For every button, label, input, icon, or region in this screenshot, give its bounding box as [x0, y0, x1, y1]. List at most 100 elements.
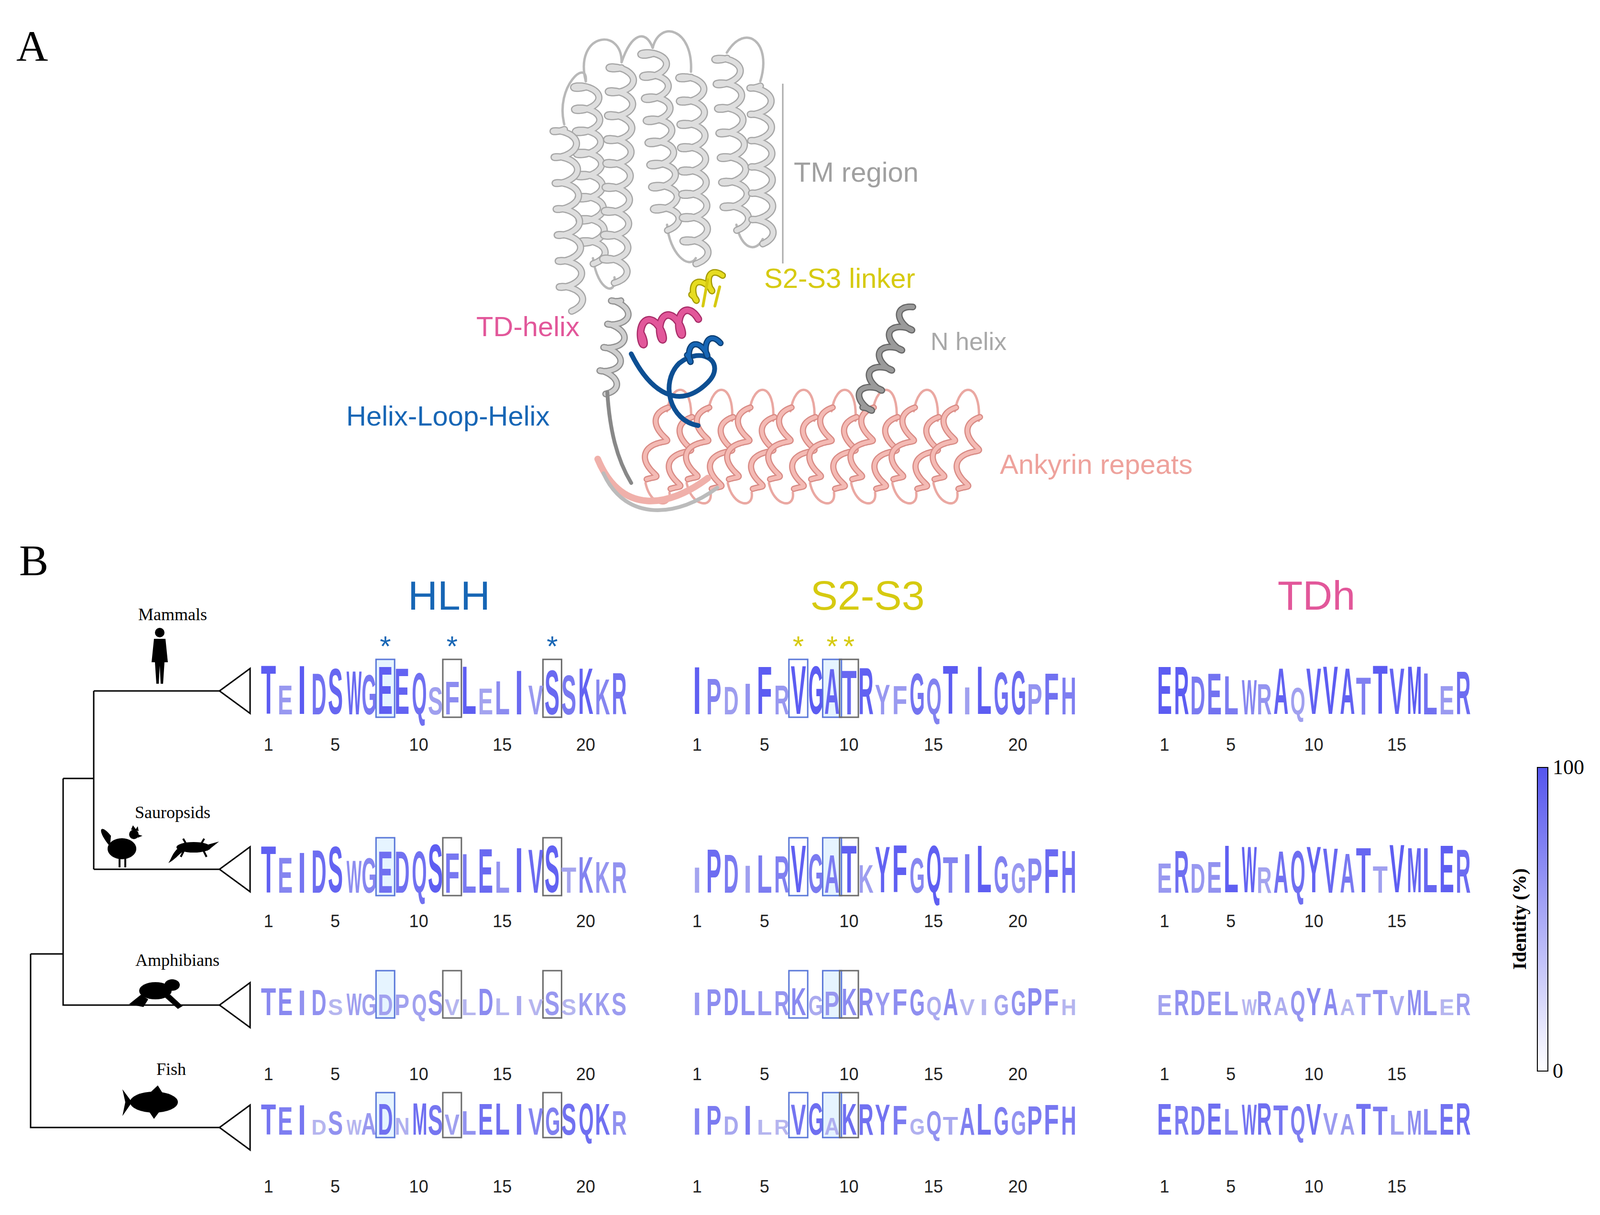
- logo-letter: R: [1173, 984, 1189, 1021]
- logo-letter: I: [973, 995, 995, 1019]
- logo-letter: W: [1241, 672, 1253, 723]
- logo-letter: T: [1355, 1097, 1372, 1142]
- logo-letter: R: [1456, 662, 1471, 724]
- logo-letter: V: [1322, 838, 1338, 903]
- logo-letter: L: [460, 1106, 478, 1140]
- loop-ribbon: [607, 392, 632, 483]
- logo-letter: V: [790, 656, 807, 725]
- position-number: 20: [1008, 1065, 1028, 1084]
- logo-letter: F: [890, 835, 909, 903]
- loop-ribbon: [597, 459, 708, 502]
- helix-ribbon: [768, 407, 792, 480]
- logo-letter: G: [909, 850, 924, 901]
- sequence-logo: IPDLLRKGPKRYFGQAVIGGPFH: [688, 974, 1077, 1016]
- logo-letter: V: [527, 995, 544, 1019]
- clade-label: Mammals: [138, 605, 208, 624]
- position-number: 1: [692, 736, 702, 754]
- helix-ribbon: [809, 407, 833, 480]
- logo-letter: S: [544, 836, 560, 903]
- region-bracket: [782, 83, 784, 264]
- logo-letter: D: [1190, 668, 1206, 724]
- helix-ribbon: [768, 407, 792, 480]
- helix-ribbon: [687, 338, 721, 362]
- sequence-logo: IPDILRVGAKRYFGQTALGGPFH: [688, 1096, 1077, 1135]
- position-number: 15: [492, 736, 512, 754]
- logo-letter: H: [1061, 668, 1076, 723]
- logo-letter: E: [477, 1096, 494, 1142]
- helix-ribbon: [599, 300, 629, 395]
- logo-letter: Q: [1290, 842, 1305, 903]
- logo-letter: T: [1355, 988, 1372, 1020]
- helix-ribbon: [553, 129, 583, 312]
- tree-branch: [93, 690, 220, 692]
- logo-letter: D: [478, 983, 493, 1021]
- logo-letter: V: [444, 995, 461, 1019]
- logo-letter: Y: [874, 837, 891, 904]
- logo-letter: R: [858, 657, 874, 725]
- panel-letter: A: [16, 23, 48, 68]
- logo-letter: R: [774, 848, 790, 901]
- position-number: 5: [1226, 912, 1236, 931]
- logo-letter: S: [327, 837, 344, 903]
- logo-letter: S: [327, 995, 344, 1019]
- logo-letter: P: [705, 1099, 723, 1141]
- loop-ribbon: [851, 482, 876, 504]
- sequence-logo: TEIDSWGEEQSFLELIVSSKKR: [260, 663, 628, 715]
- position-number: 1: [1159, 1065, 1170, 1084]
- logo-letter: T: [840, 835, 858, 904]
- helix-ribbon: [640, 52, 680, 231]
- position-number: 10: [839, 1065, 859, 1084]
- conservation-star: *: [446, 632, 458, 661]
- logo-letter: S: [560, 1096, 577, 1142]
- logo-letter: Q: [1290, 1100, 1305, 1141]
- logo-letter: F: [890, 679, 909, 721]
- logo-letter: L: [493, 674, 511, 723]
- logo-letter: G: [1010, 662, 1025, 724]
- logo-letter: A: [1339, 1109, 1355, 1140]
- tree-branch: [63, 778, 94, 780]
- logo-letter: E: [1156, 856, 1173, 899]
- position-number: 5: [759, 912, 770, 931]
- logo-letter: F: [1042, 984, 1061, 1021]
- logo-letter: G: [808, 846, 822, 902]
- logo-letter: G: [361, 666, 376, 724]
- logo-letter: E: [1438, 835, 1455, 904]
- logo-letter: R: [1456, 988, 1471, 1020]
- logo-letter: L: [1421, 985, 1439, 1021]
- clade-triangle: [219, 846, 251, 892]
- logo-letter: E: [394, 658, 410, 725]
- logo-letter: Y: [874, 987, 891, 1021]
- logo-letter: I: [956, 681, 978, 721]
- logo-letter: L: [1421, 1103, 1439, 1141]
- logo-letter: L: [460, 657, 478, 725]
- logo-letter: L: [1421, 664, 1439, 724]
- position-number: 15: [492, 1065, 512, 1084]
- phylogeny-tree: [30, 668, 251, 1151]
- helix-ribbon: [640, 310, 699, 345]
- logo-letter: R: [1456, 1096, 1471, 1142]
- logo-letter: A: [1273, 993, 1288, 1020]
- logo-letter: K: [594, 855, 610, 900]
- logo-letter: I: [736, 677, 758, 722]
- position-number: 10: [409, 1065, 429, 1084]
- logo-letter: I: [291, 1098, 313, 1142]
- position-number: 20: [1008, 912, 1028, 931]
- helix-ribbon: [686, 407, 710, 480]
- position-number: 10: [409, 1178, 429, 1196]
- logo-letter: S: [327, 1106, 344, 1140]
- logo-letter: R: [611, 1106, 626, 1140]
- logo-letter: V: [959, 995, 976, 1020]
- sequence-logo: TEIDSWADNMSVLELIVGSQKR: [260, 1096, 628, 1135]
- position-number: 10: [409, 736, 429, 754]
- logo-letter: R: [1256, 986, 1272, 1021]
- sequence-logo: IPDIFRVGATRYFGQTILGGPFH: [688, 663, 1077, 715]
- logo-letter: G: [361, 850, 376, 901]
- position-number: 10: [839, 1178, 859, 1196]
- region-label: Helix-Loop-Helix: [346, 402, 550, 430]
- logo-letter: L: [755, 1116, 774, 1139]
- logo-letter: M: [1407, 1105, 1420, 1141]
- logo-letter: E: [277, 982, 294, 1021]
- helix-ribbon: [891, 407, 916, 480]
- position-number: 1: [263, 1065, 274, 1084]
- logo-letter: K: [594, 1096, 610, 1142]
